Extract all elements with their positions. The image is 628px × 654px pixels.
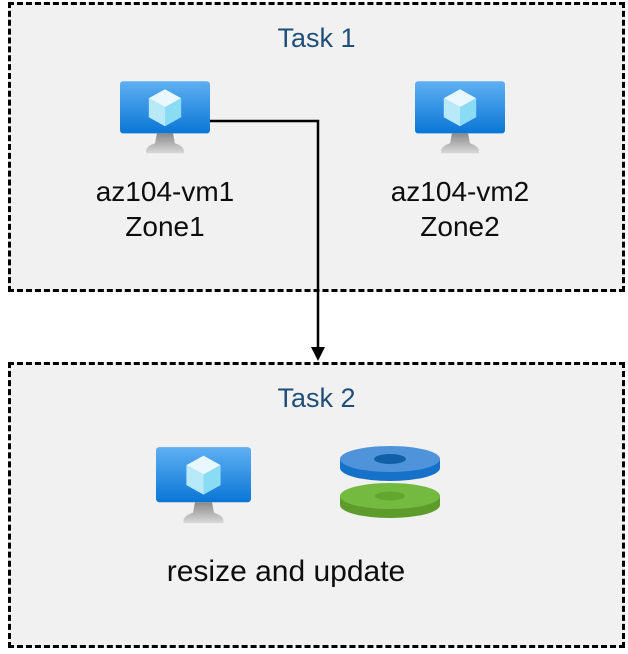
vm1-zone: Zone1: [125, 211, 205, 242]
virtual-machine-icon: [415, 81, 505, 154]
vm1-name: az104-vm1: [95, 176, 235, 207]
task2-title: Task 2: [277, 383, 356, 413]
vm2-group: az104-vm2 Zone2: [370, 81, 550, 244]
disks-icon: [340, 446, 440, 518]
vm1-label: az104-vm1 Zone1: [75, 174, 255, 244]
blue-disk: [340, 446, 440, 481]
task2-box: Task 2 resize and update: [8, 362, 625, 648]
vm2-zone: Zone2: [420, 211, 500, 242]
virtual-machine-icon: [120, 81, 210, 154]
task2-caption: resize and update: [166, 555, 406, 588]
vm2-label: az104-vm2 Zone2: [370, 174, 550, 244]
vm1-group: az104-vm1 Zone1: [75, 81, 255, 244]
green-disk: [340, 483, 440, 518]
task1-title: Task 1: [277, 23, 356, 53]
virtual-machine-icon: [156, 447, 251, 524]
vm2-name: az104-vm2: [390, 176, 530, 207]
arrowhead: [311, 347, 325, 361]
task1-box: Task 1 az104-vm1 Zo: [8, 2, 625, 292]
